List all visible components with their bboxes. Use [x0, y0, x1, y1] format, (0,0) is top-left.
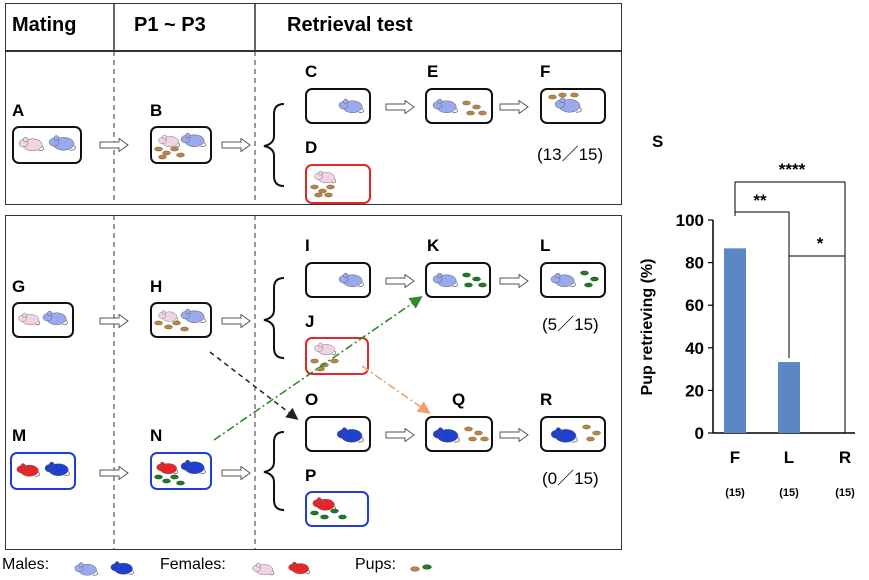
- y-tick-label: 80: [685, 254, 704, 273]
- panel-label-o: O: [305, 390, 319, 409]
- panel-label-j: J: [305, 312, 315, 331]
- panel-label-i: I: [305, 236, 310, 255]
- header-mating: Mating: [12, 14, 77, 36]
- legend-pups-label: Pups:: [355, 556, 396, 573]
- panel-label-h: H: [150, 277, 163, 296]
- bottom-section-frame: [5, 215, 622, 550]
- significance-label: **: [753, 191, 767, 210]
- y-tick-label: 40: [685, 339, 704, 358]
- ratio-r: (0／15): [542, 469, 599, 488]
- panel-label-q: Q: [452, 390, 466, 409]
- cage-p: [305, 491, 369, 527]
- x-tick-label: L: [784, 448, 794, 467]
- ratio-f: (13／15): [537, 145, 604, 164]
- cross-arrow-orange: [361, 365, 431, 414]
- ratio-l: (5／15): [542, 315, 599, 334]
- panel-label-l: L: [540, 236, 551, 255]
- y-tick-label: 60: [685, 296, 704, 315]
- bar-l: [778, 362, 800, 433]
- panel-label-b: B: [150, 101, 163, 120]
- x-tick-label: R: [839, 448, 851, 467]
- header-p1-p3: P1 ~ P3: [134, 14, 206, 36]
- cross-arrow-green: [213, 296, 423, 441]
- panel-label-k: K: [427, 236, 440, 255]
- panel-label-d: D: [305, 138, 318, 157]
- panel-label-n: N: [150, 426, 163, 445]
- n-label: (15): [725, 487, 745, 499]
- panel-label-c: C: [305, 62, 318, 81]
- cage-c: [305, 88, 371, 124]
- n-label: (15): [835, 487, 855, 499]
- significance-label: ****: [779, 160, 806, 179]
- y-tick-label: 0: [695, 424, 704, 443]
- panel-label-g: G: [12, 277, 26, 296]
- legend-males-label: Males:: [2, 556, 50, 573]
- top-section-frame: [5, 51, 622, 205]
- panel-label-a: A: [12, 101, 25, 120]
- bar-f: [724, 248, 746, 433]
- header-frame: [5, 3, 622, 51]
- significance-bracket: [788, 255, 846, 433]
- y-axis-label: Pup retrieving (%): [639, 259, 656, 396]
- brace-icon: [263, 103, 285, 187]
- cage-d: [305, 164, 371, 204]
- significance-label: *: [817, 234, 824, 253]
- panel-label-m: M: [12, 426, 27, 445]
- y-tick-label: 100: [676, 211, 704, 230]
- panel-label-e: E: [427, 62, 439, 81]
- panel-label-f: F: [540, 62, 551, 81]
- panel-label-p: P: [305, 466, 317, 485]
- brace-icon: [263, 277, 285, 359]
- n-label: (15): [779, 487, 799, 499]
- header-retrieval-test: Retrieval test: [287, 14, 413, 36]
- panel-label-s: S: [652, 132, 664, 151]
- y-tick-label: 20: [685, 381, 704, 400]
- x-tick-label: F: [730, 448, 740, 467]
- panel-label-r: R: [540, 390, 553, 409]
- brace-icon: [263, 431, 285, 511]
- legend-females-label: Females:: [160, 556, 226, 573]
- cross-arrow-black: [209, 351, 299, 420]
